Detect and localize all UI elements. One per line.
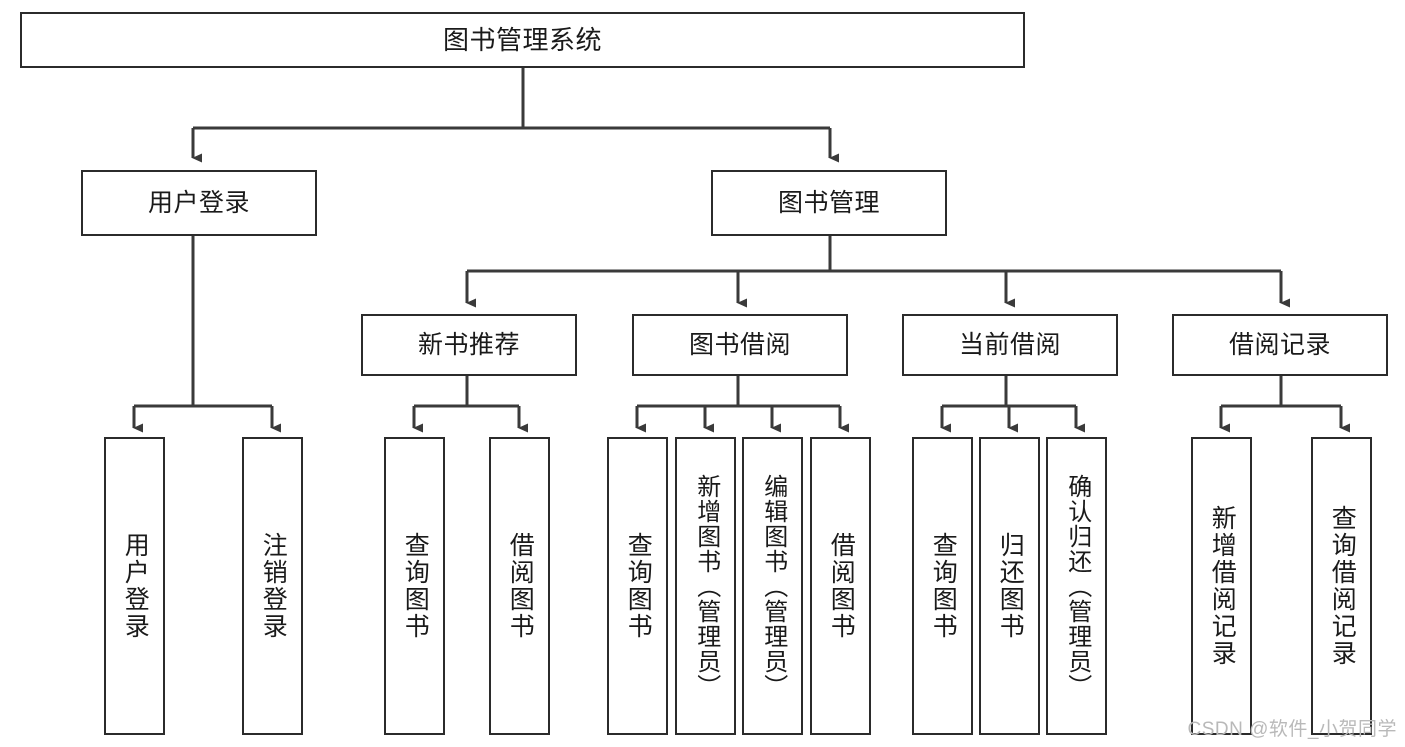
node-label: 图书管理 bbox=[777, 188, 880, 217]
leaf-user-login[interactable]: 用户登录 bbox=[104, 437, 165, 735]
leaf-query-book-1[interactable]: 查询图书 bbox=[384, 437, 445, 735]
node-label: 借阅图书 bbox=[827, 532, 856, 640]
node-label: 新增图书（管理员） bbox=[692, 473, 720, 699]
node-label: 借阅图书 bbox=[506, 532, 535, 640]
node-current-borrow[interactable]: 当前借阅 bbox=[902, 314, 1118, 376]
node-borrow-record[interactable]: 借阅记录 bbox=[1172, 314, 1388, 376]
leaf-add-book[interactable]: 新增图书（管理员） bbox=[675, 437, 736, 735]
node-label: 注销登录 bbox=[259, 532, 288, 640]
node-label: 查询图书 bbox=[929, 532, 958, 640]
leaf-query-record[interactable]: 查询借阅记录 bbox=[1311, 437, 1372, 735]
leaf-query-book-2[interactable]: 查询图书 bbox=[607, 437, 668, 735]
node-label: 确认归还（管理员） bbox=[1063, 473, 1091, 699]
leaf-confirm-return[interactable]: 确认归还（管理员） bbox=[1046, 437, 1107, 735]
leaf-add-record[interactable]: 新增借阅记录 bbox=[1191, 437, 1252, 735]
node-label: 查询图书 bbox=[624, 532, 653, 640]
leaf-query-book-3[interactable]: 查询图书 bbox=[912, 437, 973, 735]
node-label: 图书管理系统 bbox=[442, 24, 602, 55]
node-label: 新增借阅记录 bbox=[1208, 505, 1237, 667]
node-label: 图书借阅 bbox=[688, 330, 791, 359]
node-book-borrow[interactable]: 图书借阅 bbox=[632, 314, 848, 376]
node-label: 借阅记录 bbox=[1228, 330, 1331, 359]
node-label: 用户登录 bbox=[147, 188, 250, 217]
node-book-management-system[interactable]: 图书管理系统 bbox=[20, 12, 1025, 68]
leaf-return-book[interactable]: 归还图书 bbox=[979, 437, 1040, 735]
leaf-user-logout[interactable]: 注销登录 bbox=[242, 437, 303, 735]
node-label: 当前借阅 bbox=[958, 330, 1061, 359]
node-label: 查询图书 bbox=[401, 532, 430, 640]
leaf-edit-book[interactable]: 编辑图书（管理员） bbox=[742, 437, 803, 735]
node-label: 查询借阅记录 bbox=[1328, 505, 1357, 667]
node-book-manage[interactable]: 图书管理 bbox=[711, 170, 947, 236]
watermark: CSDN @软件_小贺同学 bbox=[1187, 719, 1397, 740]
node-label: 编辑图书（管理员） bbox=[759, 473, 787, 699]
node-new-book-recommend[interactable]: 新书推荐 bbox=[361, 314, 577, 376]
node-user-login[interactable]: 用户登录 bbox=[81, 170, 317, 236]
node-label: 新书推荐 bbox=[417, 330, 520, 359]
leaf-borrow-book-2[interactable]: 借阅图书 bbox=[810, 437, 871, 735]
node-label: 用户登录 bbox=[121, 532, 150, 640]
leaf-borrow-book-1[interactable]: 借阅图书 bbox=[489, 437, 550, 735]
node-label: 归还图书 bbox=[996, 532, 1025, 640]
